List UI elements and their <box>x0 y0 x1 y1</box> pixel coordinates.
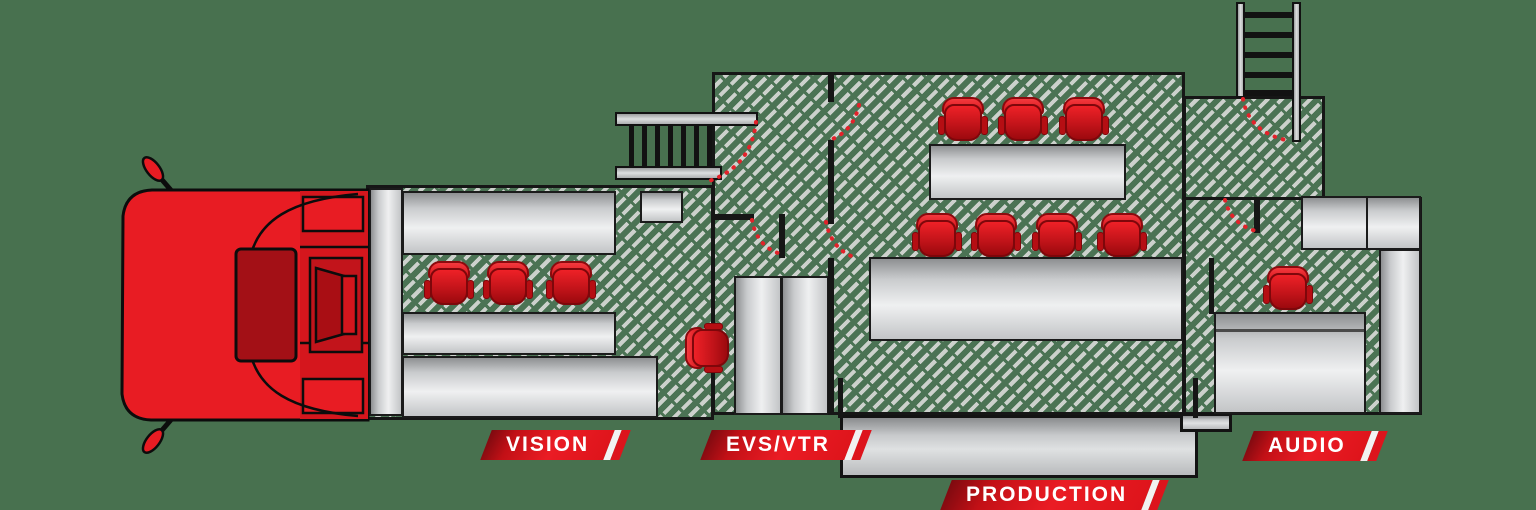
label-vision: VISION <box>480 430 615 460</box>
wall-production-left <box>828 72 834 102</box>
mirror <box>141 428 165 454</box>
slideout-wall <box>838 378 843 418</box>
ladder-rung <box>694 125 699 167</box>
label-production-text: PRODUCTION <box>966 483 1128 506</box>
chair-production <box>971 213 1021 259</box>
wall-audio-left <box>1209 258 1214 314</box>
ladder-rung <box>1244 52 1293 58</box>
ladder-rung <box>642 125 647 167</box>
audio-step <box>1180 413 1232 432</box>
ladder-rung <box>655 125 660 167</box>
mirror-arm <box>155 412 178 438</box>
label-audio-text: AUDIO <box>1268 434 1346 457</box>
console-shelf-line <box>1216 329 1364 332</box>
chair-production <box>998 97 1048 143</box>
chair-vision <box>546 261 596 307</box>
ladder-rail <box>615 166 722 180</box>
ladder-rail <box>1292 2 1301 142</box>
ladder-rung <box>1244 32 1293 38</box>
chair-production <box>938 97 988 143</box>
ladder-rail <box>1236 2 1245 98</box>
audio-desk-top <box>1301 196 1368 250</box>
fifth-wheel-plate <box>314 266 346 344</box>
vision-front-rack <box>369 188 403 416</box>
label-evs-vtr: EVS/VTR <box>700 430 856 460</box>
audio-console <box>1214 312 1366 414</box>
ladder-rung <box>1244 12 1293 18</box>
roof-ladder-horizontal <box>615 112 758 180</box>
fifth-wheel <box>308 256 364 354</box>
ladder-rung <box>707 125 712 167</box>
wall-vestibule-bottom <box>712 214 754 220</box>
door-jamb <box>1254 197 1260 233</box>
ladder-rung <box>668 125 673 167</box>
cab-roof-window <box>234 247 298 363</box>
slideout-wall <box>1193 378 1198 418</box>
mirror-arm <box>155 172 178 198</box>
ladder-rung <box>629 125 634 167</box>
vision-desk-middle <box>402 312 616 355</box>
evs-rack <box>734 276 782 415</box>
chair-audio <box>1263 266 1313 312</box>
production-desk-top <box>929 144 1126 200</box>
production-desk-main <box>869 257 1183 341</box>
vision-desk-top <box>402 191 616 255</box>
label-audio: AUDIO <box>1242 431 1372 461</box>
door-jamb <box>779 214 785 258</box>
production-slideout <box>840 415 1198 478</box>
audio-rack-right <box>1379 249 1421 414</box>
chair-production <box>912 213 962 259</box>
label-production: PRODUCTION <box>940 480 1153 510</box>
evs-rack <box>781 276 829 415</box>
cab-body <box>120 188 370 422</box>
roof-ladder-vertical <box>1236 2 1302 144</box>
chair-production <box>1097 213 1147 259</box>
chair-production <box>1059 97 1109 143</box>
coupler <box>340 274 358 336</box>
chair-evs <box>685 323 731 373</box>
vision-desk-bottom <box>402 356 658 418</box>
ladder-rung <box>681 125 686 167</box>
audio-desk-top <box>1366 196 1421 250</box>
label-vision-text: VISION <box>506 433 590 456</box>
chair-production <box>1032 213 1082 259</box>
cab-rear-box <box>301 377 365 415</box>
cab-rear-box <box>301 195 365 233</box>
mirror <box>141 156 165 182</box>
chair-vision <box>424 261 474 307</box>
cab-rear <box>300 191 368 419</box>
truck-cab <box>120 156 370 454</box>
ladder-rung <box>1244 90 1293 96</box>
ladder-rung <box>1244 72 1293 78</box>
chair-vision <box>483 261 533 307</box>
label-evs-vtr-text: EVS/VTR <box>726 433 830 456</box>
vision-cabinet <box>640 191 683 223</box>
wall-production-left <box>828 258 834 415</box>
wall-production-left <box>828 140 834 224</box>
ladder-rail <box>615 112 758 126</box>
